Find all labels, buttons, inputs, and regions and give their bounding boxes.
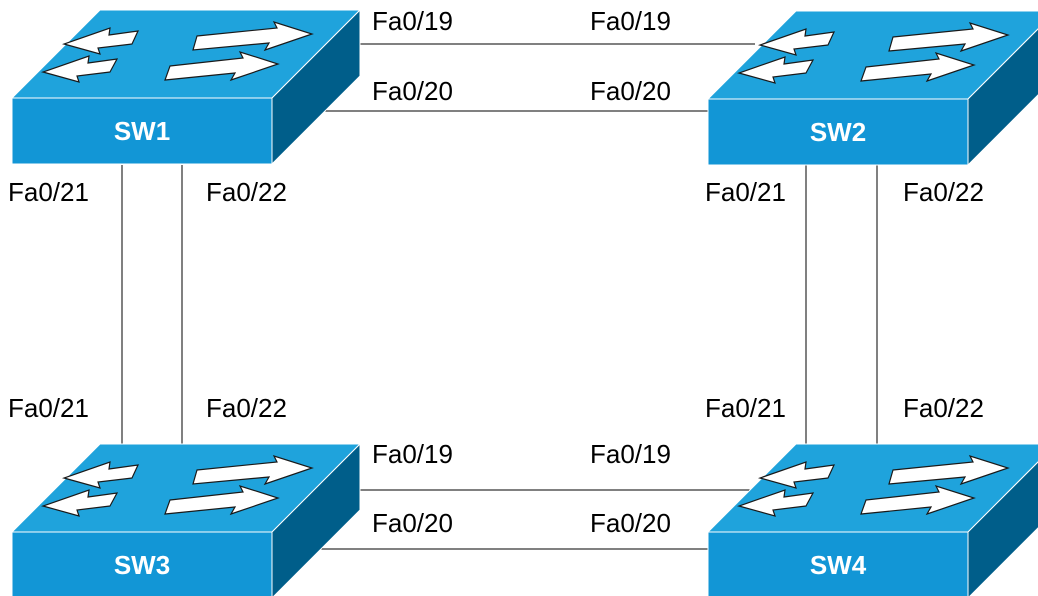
port-label: Fa0/19 — [590, 6, 671, 36]
port-label: Fa0/21 — [8, 177, 89, 207]
switch-name: SW1 — [114, 116, 170, 146]
network-switch-icon — [707, 10, 1038, 166]
port-label: Fa0/22 — [903, 177, 984, 207]
port-label: Fa0/20 — [372, 508, 453, 538]
switch-name: SW2 — [810, 117, 866, 147]
port-label: Fa0/20 — [372, 76, 453, 106]
port-label: Fa0/22 — [903, 393, 984, 423]
port-label: Fa0/19 — [372, 6, 453, 36]
port-labels: Fa0/19 Fa0/19 Fa0/20 Fa0/20 Fa0/21 Fa0/2… — [8, 6, 984, 538]
switch-sw4: SW4 — [707, 443, 1038, 596]
port-label: Fa0/22 — [206, 393, 287, 423]
network-switch-icon — [707, 443, 1038, 596]
switch-name: SW4 — [810, 550, 867, 580]
port-label: Fa0/19 — [590, 439, 671, 469]
port-label: Fa0/21 — [705, 177, 786, 207]
port-label: Fa0/21 — [705, 393, 786, 423]
switch-sw2: SW2 — [707, 10, 1038, 166]
network-switch-icon — [11, 9, 361, 165]
network-switch-icon — [11, 443, 361, 596]
switch-sw1: SW1 — [11, 9, 361, 165]
port-label: Fa0/19 — [372, 439, 453, 469]
switch-name: SW3 — [114, 550, 170, 580]
port-label: Fa0/21 — [8, 393, 89, 423]
port-label: Fa0/22 — [206, 177, 287, 207]
links — [121, 43, 878, 550]
port-label: Fa0/20 — [590, 76, 671, 106]
switch-sw3: SW3 — [11, 443, 361, 596]
port-label: Fa0/20 — [590, 508, 671, 538]
